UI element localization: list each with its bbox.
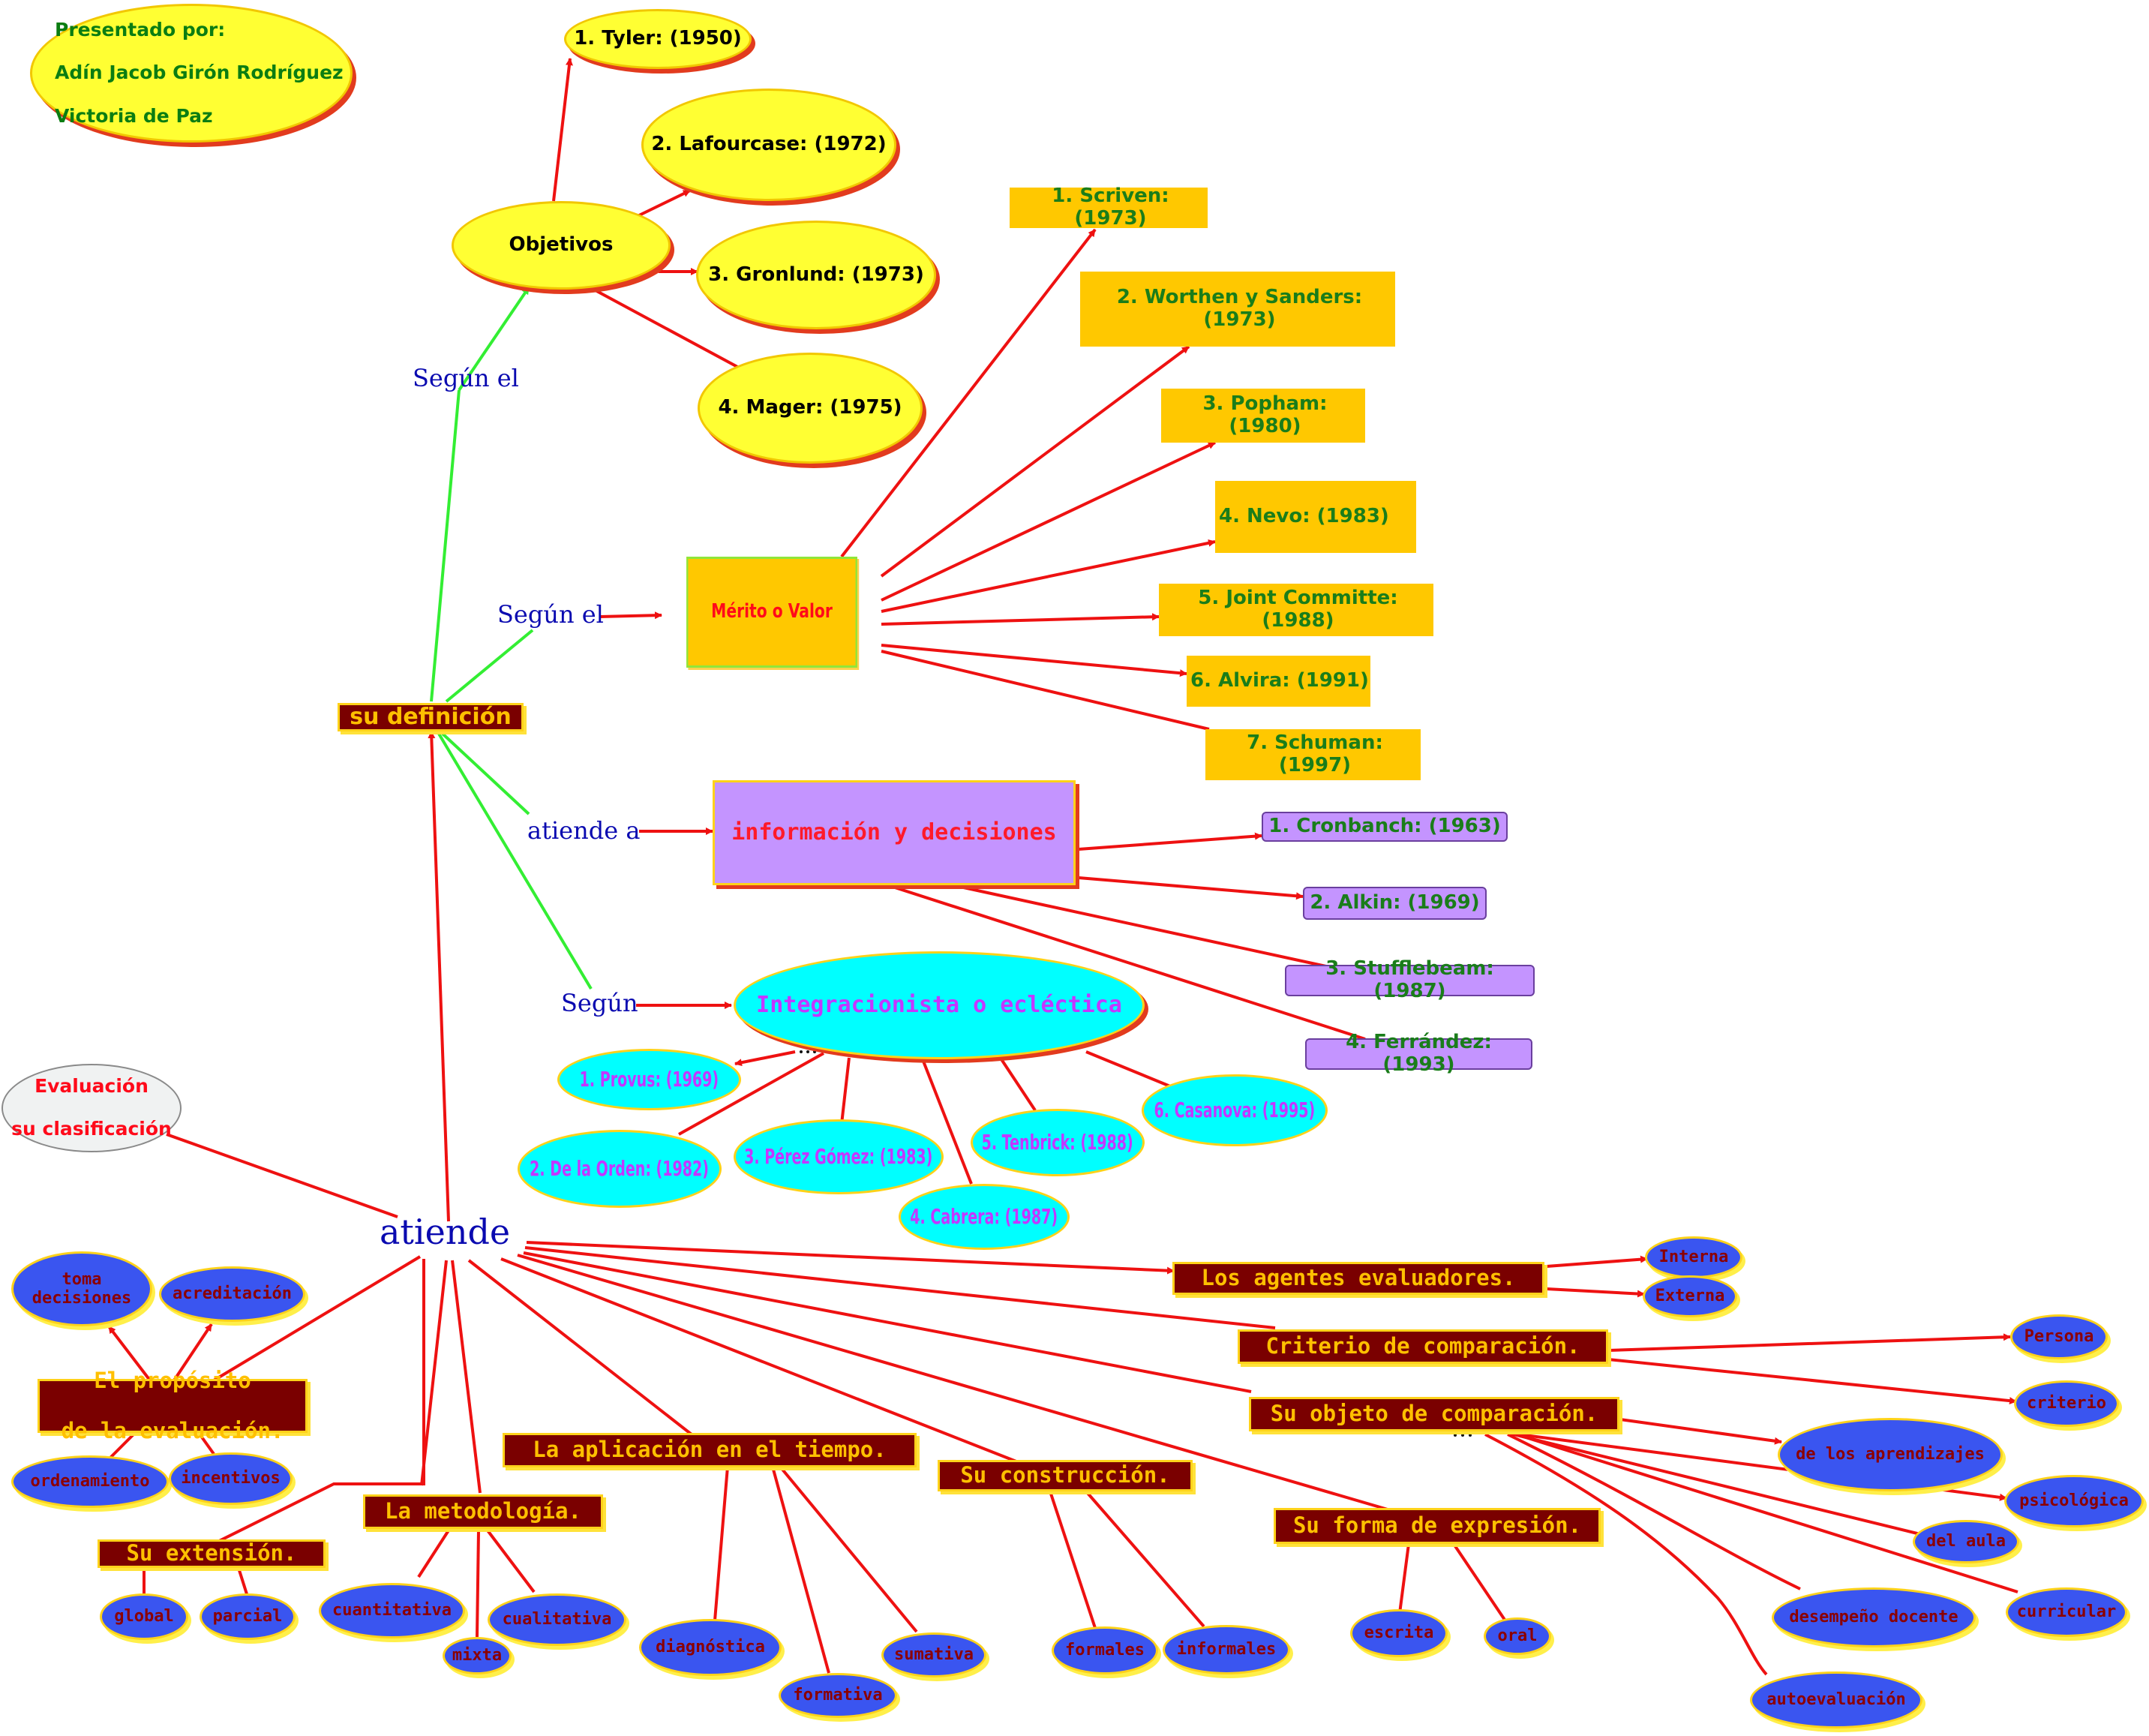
integ-author-3[interactable]: 3. Pérez Gómez: (1983) — [734, 1119, 944, 1194]
criterio-item-1[interactable]: Persona — [2010, 1314, 2108, 1359]
integ-author-5[interactable]: 5. Tenbrick: (1988) — [971, 1109, 1145, 1176]
objeto-item-2[interactable]: psicológica — [2004, 1475, 2144, 1527]
info-node[interactable]: información y decisiones — [713, 780, 1076, 885]
presenter-bubble: Presentado por: Adín Jacob Girón Rodrígu… — [30, 4, 353, 143]
objeto-item-1[interactable]: de los aprendizajes — [1778, 1418, 2003, 1491]
info-author-1[interactable]: 1. Cronbanch: (1963) — [1262, 812, 1508, 842]
integ-author-4[interactable]: 4. Cabrera: (1987) — [899, 1184, 1070, 1250]
criterio-item-2[interactable]: criterio — [2014, 1380, 2119, 1427]
aplicacion-item-1[interactable]: diagnóstica — [639, 1619, 782, 1676]
merito-node[interactable]: Mérito o Valor — [686, 557, 857, 668]
objeto-item-3[interactable]: del aula — [1913, 1520, 2019, 1563]
metodologia-node[interactable]: La metodología. — [363, 1494, 603, 1529]
agentes-item-2[interactable]: Externa — [1643, 1275, 1737, 1317]
construccion-node[interactable]: Su construcción. — [938, 1460, 1193, 1491]
extension-item-2[interactable]: parcial — [200, 1593, 296, 1640]
agentes-item-1[interactable]: Interna — [1645, 1236, 1742, 1278]
integ-author-6-label: 6. Casanova: (1995) — [1154, 1097, 1316, 1122]
root-line-1: Evaluación — [35, 1074, 149, 1097]
construccion-item-2[interactable]: informales — [1163, 1625, 1290, 1674]
center-label-atiende: atiende — [380, 1212, 511, 1252]
integ-author-6[interactable]: 6. Casanova: (1995) — [1142, 1074, 1328, 1146]
objetivos-author-4[interactable]: 4. Mager: (1975) — [698, 353, 923, 464]
integ-author-1[interactable]: 1. Provus: (1969) — [557, 1049, 741, 1110]
presenter-name-2: Victoria de Paz — [55, 104, 213, 127]
link-label-merito: Según el — [497, 600, 604, 629]
objeto-item-6[interactable]: autoevaluación — [1750, 1671, 1922, 1728]
objeto-item-5[interactable]: desempeño docente — [1772, 1587, 1976, 1647]
merito-author-1[interactable]: 1. Scriven: (1973) — [1010, 185, 1208, 230]
proposito-item-2[interactable]: acreditación — [159, 1266, 305, 1322]
proposito-line-2: de la evaluación. — [61, 1417, 284, 1443]
link-label-objetivos: Según el — [413, 364, 519, 392]
merito-author-6[interactable]: 6. Alvira: (1991) — [1187, 656, 1370, 707]
construccion-item-1[interactable]: formales — [1052, 1626, 1158, 1674]
aplicacion-item-2[interactable]: formativa — [779, 1673, 897, 1718]
extension-node[interactable]: Su extensión. — [98, 1539, 326, 1568]
info-author-2[interactable]: 2. Alkin: (1969) — [1303, 887, 1487, 920]
objetivos-author-2[interactable]: 2. Lafourcase: (1972) — [641, 89, 896, 201]
proposito-item-1[interactable]: toma decisiones — [11, 1251, 152, 1326]
presenter-heading: Presentado por: — [55, 18, 226, 41]
forma-node[interactable]: Su forma de expresión. — [1274, 1508, 1601, 1544]
aplicacion-item-3[interactable]: sumativa — [881, 1632, 986, 1677]
proposito-line-1: El propósito — [94, 1367, 251, 1393]
integ-author-1-label: 1. Provus: (1969) — [579, 1066, 719, 1092]
definition-node[interactable]: su definición — [338, 703, 524, 731]
metodologia-item-1[interactable]: cuantitativa — [319, 1583, 465, 1638]
integ-author-2[interactable]: 2. De la Orden: (1982) — [518, 1130, 722, 1208]
link-label-info: atiende a — [527, 816, 641, 845]
merito-author-5[interactable]: 5. Joint Committe: (1988) — [1159, 584, 1433, 636]
extension-item-1[interactable]: global — [100, 1593, 188, 1640]
merito-author-3[interactable]: 3. Popham: (1980) — [1161, 389, 1365, 443]
integ-author-2-label: 2. De la Orden: (1982) — [530, 1155, 710, 1181]
merito-author-2[interactable]: 2. Worthen y Sanders: (1973) — [1080, 272, 1395, 347]
integ-node[interactable]: Integracionista o ecléctica — [734, 951, 1145, 1059]
merito-author-7[interactable]: 7. Schuman: (1997) — [1205, 729, 1421, 780]
integ-author-5-label: 5. Tenbrick: (1988) — [981, 1129, 1134, 1155]
objeto-node[interactable]: Su objeto de comparación. — [1249, 1397, 1619, 1431]
aplicacion-node[interactable]: La aplicación en el tiempo. — [503, 1433, 917, 1467]
proposito-item-3[interactable]: ordenamiento — [11, 1455, 169, 1508]
agentes-node[interactable]: Los agentes evaluadores. — [1172, 1262, 1544, 1295]
info-author-4[interactable]: 4. Ferrández: (1993) — [1305, 1031, 1532, 1076]
metodologia-item-3[interactable]: cualitativa — [488, 1593, 626, 1646]
integ-author-3-label: 3. Pérez Gómez: (1983) — [744, 1143, 933, 1169]
root-node[interactable]: Evaluación su clasificación — [2, 1064, 182, 1152]
forma-item-1[interactable]: escrita — [1350, 1609, 1448, 1657]
presenter-name-1: Adín Jacob Girón Rodríguez — [55, 62, 344, 84]
info-author-3[interactable]: 3. Stufflebeam: (1987) — [1285, 957, 1535, 1002]
criterio-node[interactable]: Criterio de comparación. — [1238, 1329, 1608, 1364]
merito-author-4[interactable]: 4. Nevo: (1983) — [1215, 481, 1416, 553]
forma-item-2[interactable]: oral — [1484, 1617, 1551, 1655]
objeto-item-4[interactable]: curricular — [2006, 1587, 2127, 1637]
root-line-2: su clasificación — [11, 1118, 172, 1140]
proposito-item-4[interactable]: incentivos — [169, 1452, 293, 1505]
objetivos-node[interactable]: Objetivos — [452, 201, 671, 290]
objetivos-author-3[interactable]: 3. Gronlund: (1973) — [696, 221, 936, 329]
integ-author-4-label: 4. Cabrera: (1987) — [910, 1203, 1058, 1229]
link-label-integ: Según — [561, 989, 638, 1017]
metodologia-item-2[interactable]: mixta — [443, 1637, 512, 1674]
proposito-node[interactable]: El propósito de la evaluación. — [38, 1368, 308, 1443]
objetivos-author-1[interactable]: 1. Tyler: (1950) — [564, 9, 752, 69]
